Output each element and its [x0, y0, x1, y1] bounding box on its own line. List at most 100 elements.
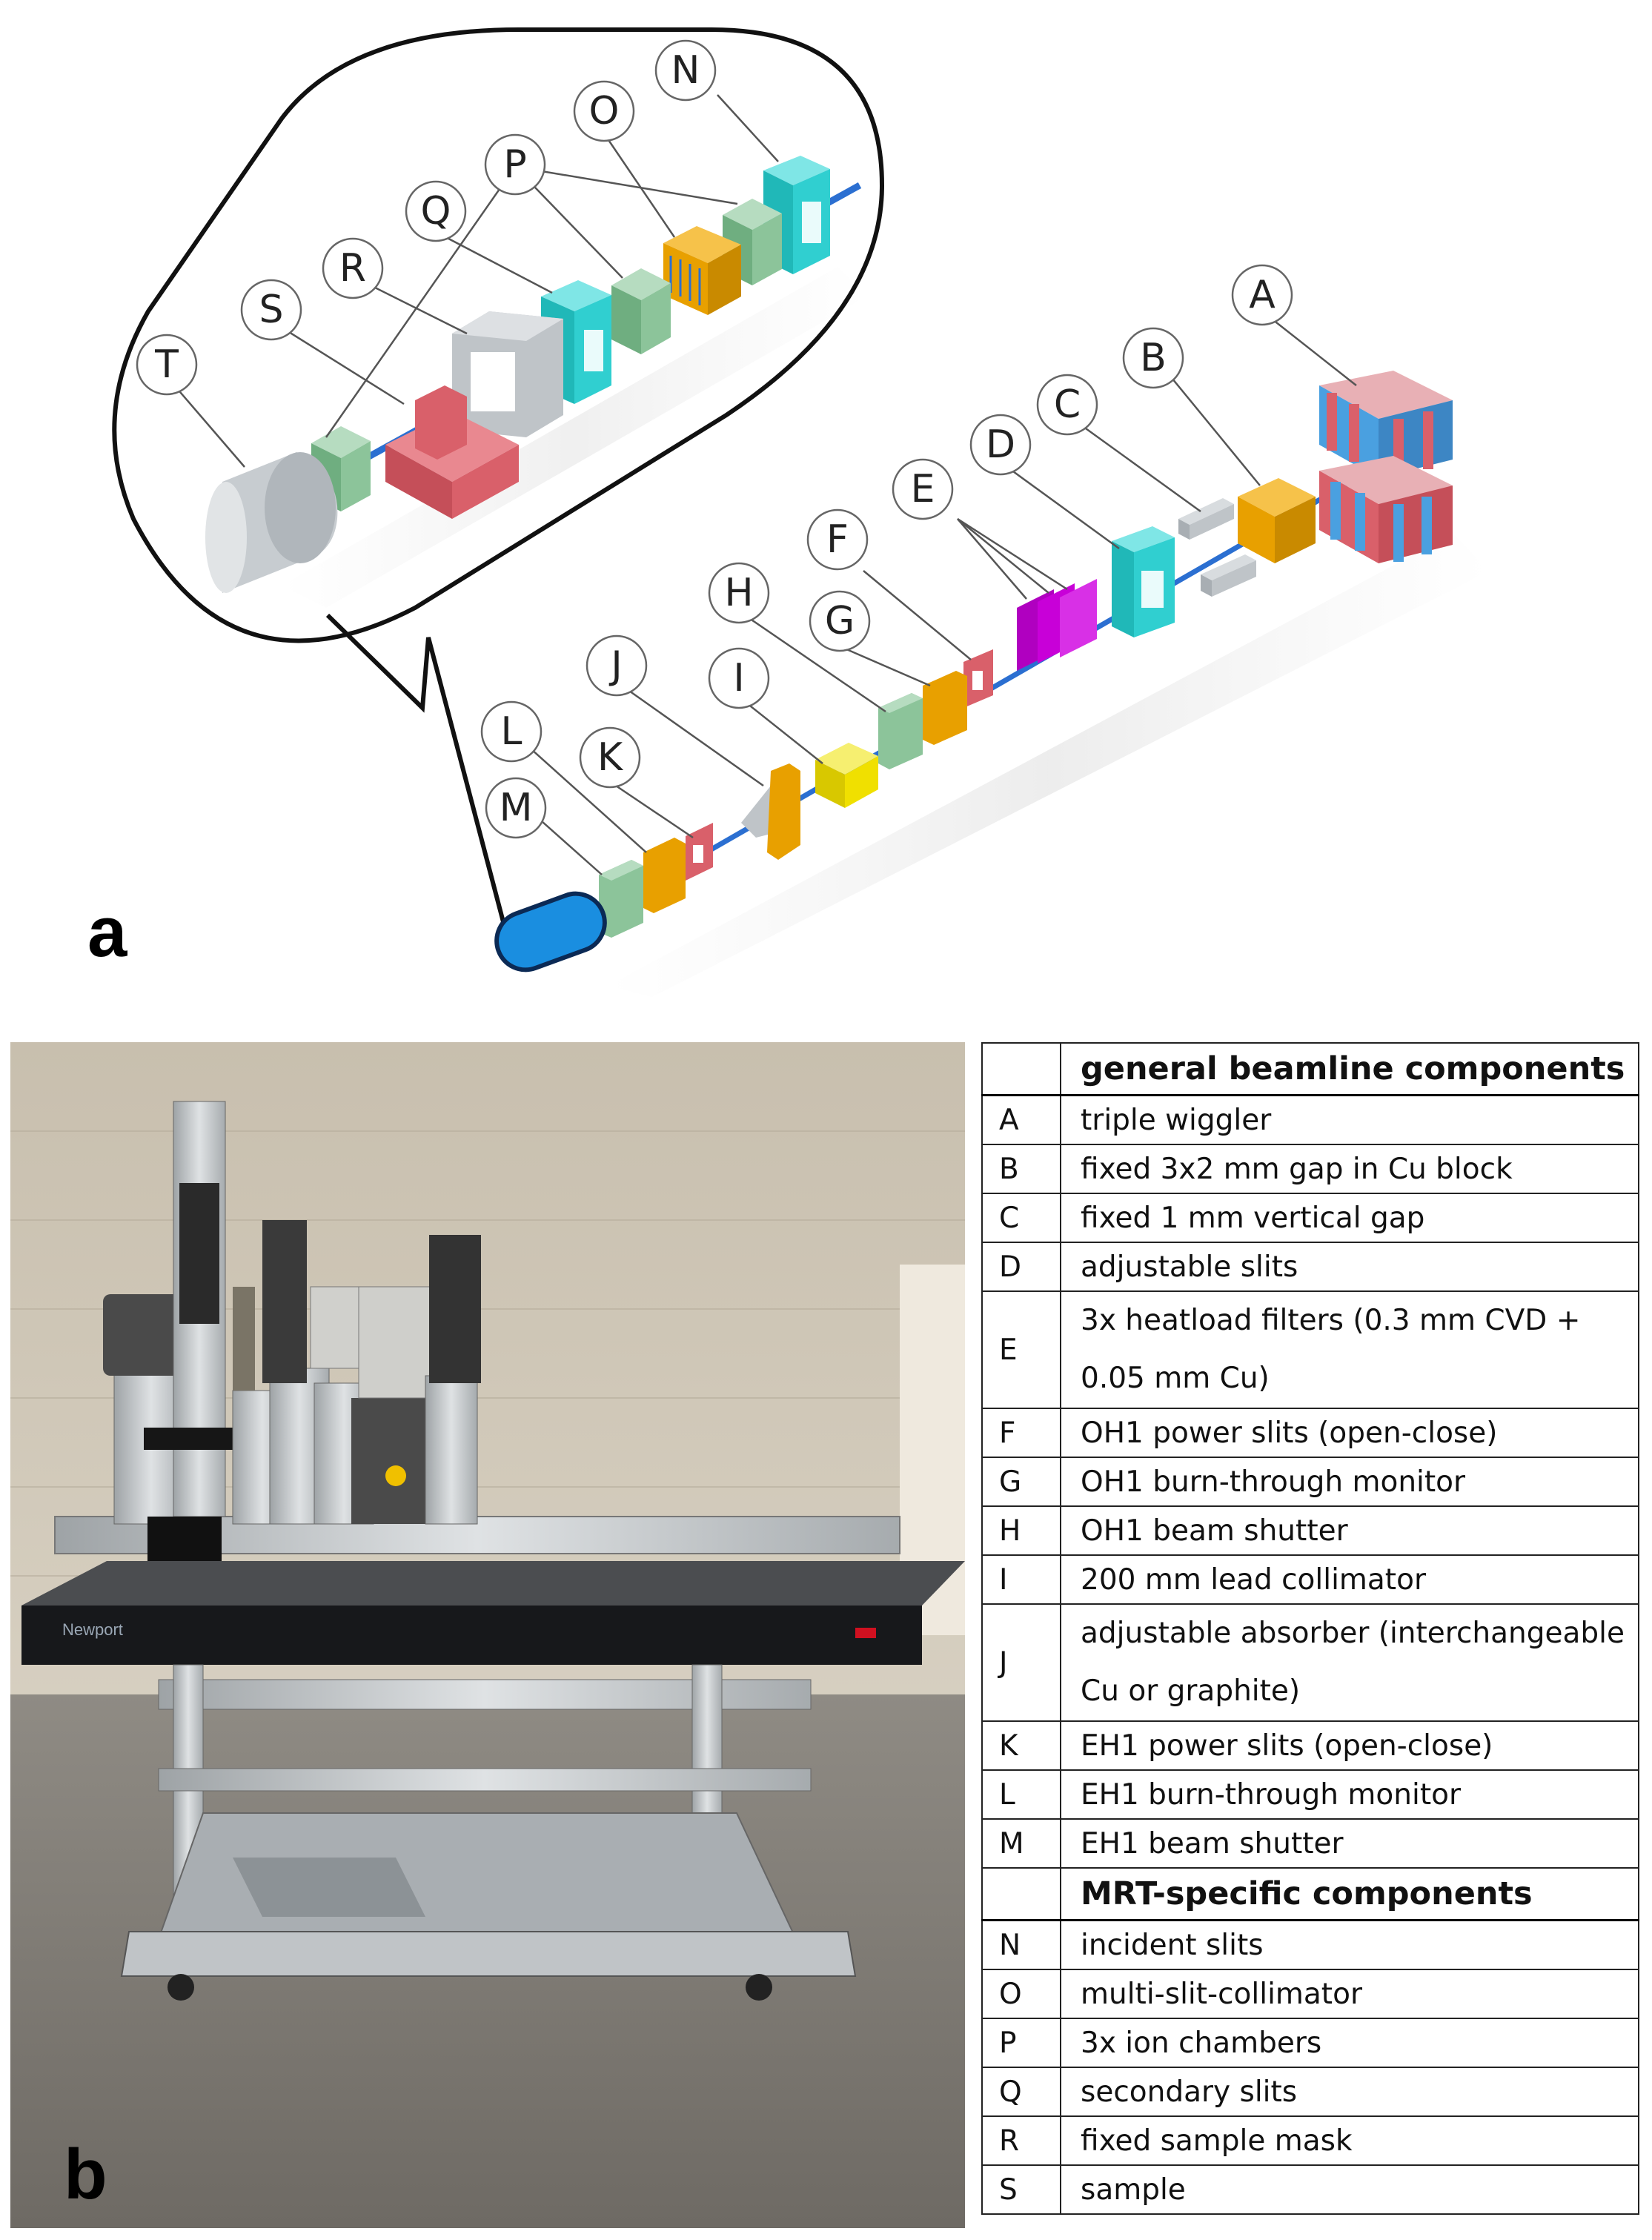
component-J-absorber [741, 763, 800, 860]
legend-key: D [981, 1242, 1061, 1292]
legend-description: fixed sample mask [1060, 2115, 1639, 2166]
legend-description: secondary slits [1060, 2067, 1639, 2117]
legend-description: fixed 3x2 mm gap in Cu block [1060, 1144, 1639, 1194]
component-S-sample [385, 385, 519, 519]
legend-key: E [981, 1290, 1061, 1409]
callout-L: L [480, 700, 543, 763]
callout-B: B [1122, 327, 1184, 389]
component-H-beam-shutter [878, 693, 923, 769]
callout-label: J [608, 643, 622, 688]
callout-label: N [671, 48, 700, 93]
legend-key: A [981, 1094, 1061, 1145]
callout-E: E [892, 458, 954, 520]
newport-logo: Newport [62, 1620, 123, 1639]
legend-description: 3x heatload filters (0.3 mm CVD + 0.05 m… [1060, 1290, 1639, 1409]
component-K-eh1-power-slits [686, 823, 713, 881]
callout-N: N [654, 39, 717, 102]
component-M-eh1-beam-shutter [599, 860, 643, 938]
callout-label: D [986, 423, 1015, 467]
component-D-slits [1112, 526, 1175, 637]
callout-label: G [825, 599, 855, 643]
callout-Q: Q [405, 180, 467, 242]
legend-description: 3x ion chambers [1060, 2018, 1639, 2068]
beamline-diagram: A B C D E F G H I J K L M N O P Q R S T … [87, 27, 1490, 997]
callout-label: L [501, 709, 523, 754]
legend-description: adjustable slits [1060, 1242, 1639, 1292]
legend-description: EH1 burn-through monitor [1060, 1769, 1639, 1820]
legend-key: Q [981, 2067, 1061, 2117]
legend-key: M [981, 1818, 1061, 1869]
callout-P: P [484, 133, 546, 196]
component-O-multi-slit-collimator [663, 226, 741, 315]
leader-lines [166, 94, 1357, 875]
callout-label: K [597, 735, 624, 780]
legend-key: J [981, 1603, 1061, 1722]
legend-key: K [981, 1720, 1061, 1771]
optical-table: Newport [21, 1561, 965, 1665]
component-G-burn-monitor [923, 671, 967, 745]
callout-label: P [503, 142, 526, 187]
legend-header-key-cell [981, 1867, 1061, 1921]
callout-A: A [1231, 264, 1293, 326]
legend-description: 200 mm lead collimator [1060, 1554, 1639, 1605]
sample-stage-pill [494, 891, 607, 972]
callout-M: M [485, 777, 547, 839]
support-frame [120, 1664, 857, 2001]
legend-key: L [981, 1769, 1061, 1820]
callout-label: C [1054, 382, 1081, 427]
callout-label: R [339, 246, 366, 291]
legend-key: I [981, 1554, 1061, 1605]
callout-label: B [1140, 336, 1167, 380]
legend-key: G [981, 1457, 1061, 1507]
component-P-ion-chamber-2 [611, 268, 671, 354]
legend-key: C [981, 1193, 1061, 1243]
component-C-vertical-gap [1178, 498, 1256, 597]
callout-D: D [969, 414, 1032, 476]
callout-label: I [733, 656, 744, 700]
callout-label: O [589, 89, 620, 133]
panel-label-a: a [87, 892, 127, 972]
legend-description: adjustable absorber (interchangeable Cu … [1060, 1603, 1639, 1722]
legend-key: O [981, 1969, 1061, 2019]
legend-group-title: MRT-specific components [1060, 1867, 1639, 1921]
component-B-cu-block [1238, 478, 1316, 563]
callout-K: K [579, 726, 641, 789]
legend-description: triple wiggler [1060, 1094, 1639, 1145]
legend-key: F [981, 1408, 1061, 1458]
component-E-filters [1017, 579, 1097, 671]
legend-key: H [981, 1505, 1061, 1556]
legend-description: OH1 burn-through monitor [1060, 1457, 1639, 1507]
legend-description: EH1 power slits (open-close) [1060, 1720, 1639, 1771]
callout-H: H [708, 562, 770, 624]
legend-key: S [981, 2164, 1061, 2215]
callout-label: S [259, 288, 283, 332]
zoom-callout [112, 27, 885, 643]
legend-description: fixed 1 mm vertical gap [1060, 1193, 1639, 1243]
callout-G: G [809, 590, 871, 652]
component-N-incident-slits [763, 156, 830, 274]
legend-key: B [981, 1144, 1061, 1194]
legend-key: P [981, 2018, 1061, 2068]
legend-description: multi-slit-collimator [1060, 1969, 1639, 2019]
legend-key: N [981, 1919, 1061, 1970]
zoom-pointer [325, 613, 508, 931]
setup-photograph: Newport b [10, 1042, 965, 2228]
callout-label: F [826, 517, 849, 562]
legend-header-key-cell [981, 1042, 1061, 1096]
callout-O: O [573, 80, 635, 142]
